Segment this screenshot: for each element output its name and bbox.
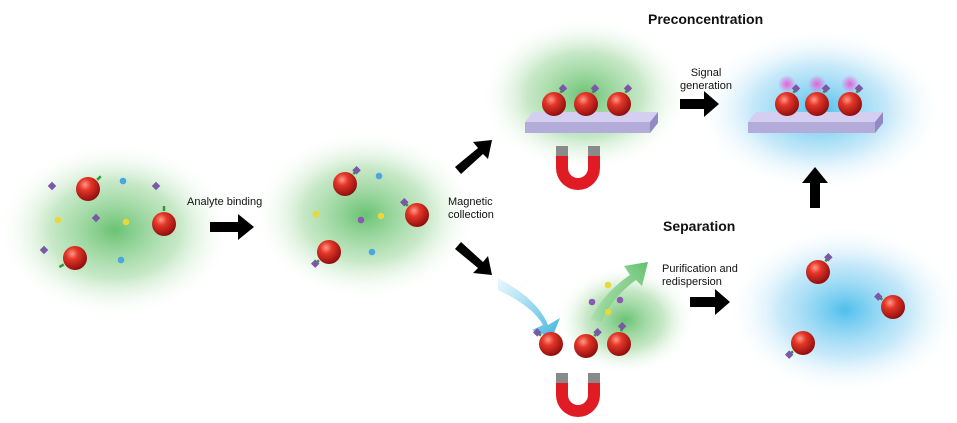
interferent-icon — [588, 298, 596, 306]
particle-body — [838, 92, 862, 116]
purification-line2: redispersion — [662, 276, 722, 288]
particle-body — [152, 212, 176, 236]
signal-generation-line2: generation — [680, 80, 732, 92]
particle-body — [607, 332, 631, 356]
purification-line1: Purification and — [662, 263, 738, 275]
particle-body — [574, 334, 598, 358]
interferent-icon — [377, 212, 385, 220]
interferent-icon — [375, 172, 383, 180]
signal-glow-icon — [778, 75, 796, 93]
bound-sample-glow — [253, 130, 477, 300]
interferent-icon — [312, 210, 320, 218]
bound-analyte-icon — [824, 253, 833, 262]
interferent-icon — [54, 216, 62, 224]
arrow-icon — [210, 214, 254, 240]
purification-label: Purification and redispersion — [662, 263, 738, 289]
particle-body — [775, 92, 799, 116]
signal-generation-label: Signal generation — [680, 67, 732, 93]
interferent-icon — [117, 256, 125, 264]
analyte-icon — [151, 181, 161, 191]
clean-buffer-glow — [727, 225, 957, 395]
interferent-icon — [368, 248, 376, 256]
interferent-icon — [357, 216, 365, 224]
magnet-icon — [556, 373, 600, 417]
sample-matrix-glow — [0, 142, 233, 318]
magnetic-particle-icon — [532, 328, 563, 356]
particle-body — [791, 331, 815, 355]
particle-body — [806, 260, 830, 284]
magnetic-particle-icon — [76, 175, 102, 201]
interferent-icon — [616, 296, 624, 304]
arrow-icon — [455, 242, 492, 275]
particle-body — [607, 92, 631, 116]
flow-in-arrow-icon — [498, 278, 560, 338]
magnetic-collection-line2: collection — [448, 209, 494, 221]
particle-layer — [39, 84, 905, 359]
particle-body — [542, 92, 566, 116]
particle-body — [574, 92, 598, 116]
arrow-icon — [680, 91, 719, 117]
magnetic-collection-line1: Magnetic — [448, 196, 493, 208]
magnetic-particle-icon — [784, 331, 815, 359]
particle-body — [881, 295, 905, 319]
particle-body — [539, 332, 563, 356]
analyte-binding-label: Analyte binding — [187, 196, 263, 208]
magnetic-particle-icon — [152, 206, 176, 236]
particle-body — [805, 92, 829, 116]
particle-body — [333, 172, 357, 196]
arrow-icon — [802, 167, 828, 208]
particle-body — [317, 240, 341, 264]
particle-body — [405, 203, 429, 227]
ligand-icon — [96, 175, 102, 181]
magnet-icon — [556, 146, 600, 190]
analyte-icon — [91, 213, 101, 223]
ligand-icon — [58, 263, 65, 269]
preconcentration-heading: Preconcentration — [648, 11, 764, 27]
signal-glow-icon — [841, 75, 859, 93]
interferent-icon — [119, 177, 127, 185]
analyte-icon — [47, 181, 57, 191]
signal-glow-icon — [808, 75, 826, 93]
arrow-icon — [690, 289, 730, 315]
interferent-icon — [604, 308, 612, 316]
interferent-icon — [122, 218, 130, 226]
interferent-icon — [604, 281, 612, 289]
flow-out-arrow-icon — [590, 262, 648, 322]
magnetic-particle-icon — [806, 253, 833, 284]
separation-heading: Separation — [663, 218, 736, 234]
particle-body — [63, 246, 87, 270]
magnetic-particle-icon — [58, 246, 87, 270]
particle-body — [76, 177, 100, 201]
magnetic-collection-label: Magnetic collection — [448, 196, 494, 222]
substrate-plate-icon — [525, 112, 658, 133]
analyte-icon — [39, 245, 49, 255]
arrow-icon — [455, 140, 492, 174]
signal-generation-line1: Signal — [690, 67, 722, 79]
